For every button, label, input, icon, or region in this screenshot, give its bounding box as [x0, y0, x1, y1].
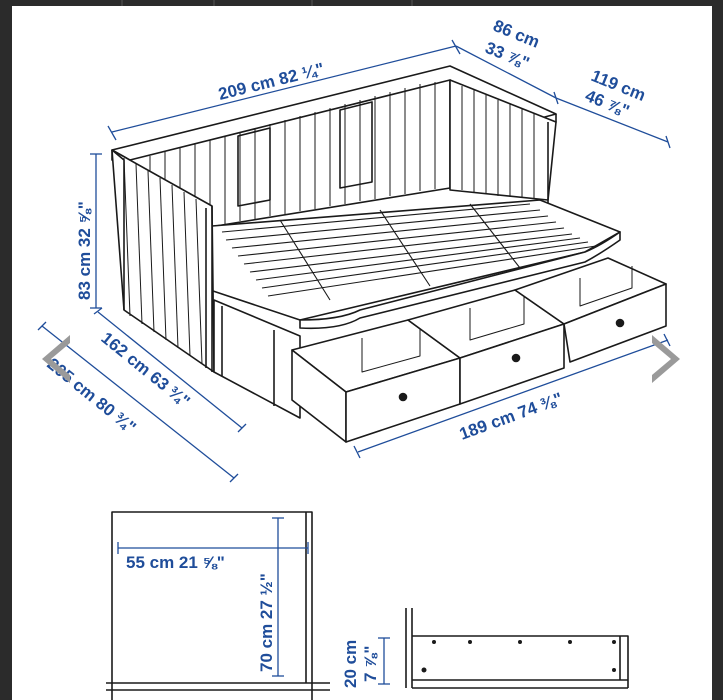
drawer-side-view — [405, 608, 629, 689]
height-label: 83 cm 32 ⅝" — [75, 201, 94, 300]
dimension-lines — [37, 39, 671, 685]
chevron-left-icon — [42, 335, 70, 383]
previous-image-button[interactable] — [36, 331, 76, 387]
daybed-drawing — [106, 65, 667, 700]
chevron-right-icon — [652, 335, 680, 383]
top-strip-dividers — [121, 0, 413, 6]
drawer-1 — [291, 319, 461, 443]
drawer-3 — [514, 257, 667, 363]
drawer-height-in-label: 7 ⅞" — [361, 646, 380, 682]
drawer-width-label: 55 cm 21 ⅝" — [126, 553, 225, 572]
top-bar — [0, 0, 723, 6]
length-label: 209 cm 82 ¼" — [216, 59, 326, 104]
drawer-height-cm-label: 20 cm — [341, 640, 360, 688]
drawer-depth-label: 70 cm 27 ½" — [257, 573, 276, 672]
next-image-button[interactable] — [646, 331, 686, 387]
drawer-top-view — [106, 511, 330, 700]
